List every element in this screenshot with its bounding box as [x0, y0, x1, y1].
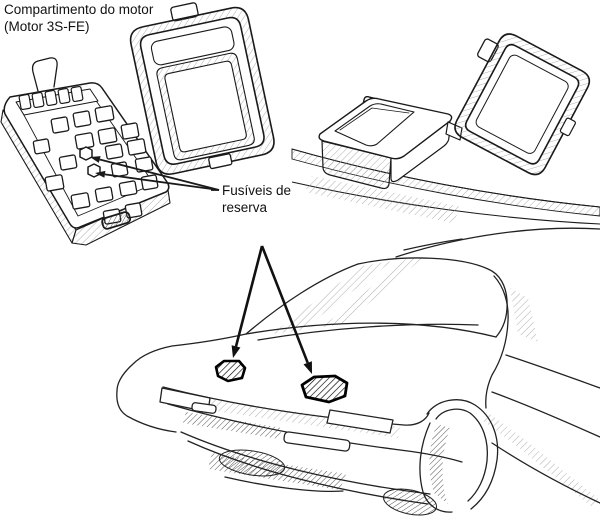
- callout-arrowheads: [90, 156, 106, 178]
- bumper-bottom-line: [180, 431, 431, 495]
- side-crease-upper: [505, 354, 600, 389]
- page-title: Compartimento do motor (Motor 3S-FE): [4, 2, 154, 34]
- front-left-wheel: [218, 449, 286, 477]
- mini-fuse-tray: [15, 85, 99, 116]
- spare-fuses-callout: Fusíveis de reserva: [90, 156, 291, 215]
- wheel-arch-inner: [435, 408, 489, 502]
- cover-rim: [129, 6, 275, 175]
- relay-box-illustration: [318, 95, 463, 190]
- cover-cavity: [156, 52, 255, 161]
- spare-fuse-2: [87, 163, 101, 178]
- spare-fuses-label-line-1: Fusíveis de: [222, 183, 291, 198]
- spare-fuses-label-line-2: reserva: [222, 200, 268, 215]
- windshield-base: [245, 322, 497, 338]
- cover-tray: [150, 26, 235, 66]
- wiring-harness: [31, 57, 58, 92]
- wheel-arch-outer: [426, 399, 499, 510]
- fusebox-latch: [101, 211, 132, 230]
- engine-fusebox-illustration: [0, 57, 171, 246]
- roof-inner-line: [403, 238, 463, 251]
- tire-edge: [419, 422, 453, 513]
- air-dam-line: [224, 476, 344, 493]
- roof-line: [395, 227, 600, 258]
- title-line-2: (Motor 3S-FE): [4, 19, 90, 34]
- rocker-line: [491, 442, 600, 504]
- apillar-door-line: [485, 275, 509, 409]
- side-crease-lower: [491, 391, 600, 438]
- spare-fuse-location-left: [214, 359, 247, 383]
- fusebox-location-markers: [214, 245, 349, 404]
- bumper-left-cap: [116, 390, 177, 433]
- bumper-skirt-line: [187, 440, 429, 505]
- windshield-top-apillar: [357, 257, 508, 338]
- callout-arrows: [99, 158, 220, 191]
- relay-cubes: [32, 105, 159, 225]
- relay-box-front-face: [321, 140, 392, 190]
- location-arrows: [234, 245, 309, 364]
- relay-box-cover-illustration: [454, 33, 591, 176]
- cover-rim-2: [454, 33, 591, 176]
- spare-fuse-1: [79, 146, 93, 161]
- cover-floor: [475, 54, 569, 154]
- spare-fuse-location-right: [300, 374, 349, 404]
- car-shading: [168, 257, 600, 507]
- cowl-line: [257, 323, 479, 341]
- grille-slot-left: [191, 402, 217, 414]
- car-illustration: [116, 227, 600, 516]
- cover-latch-2: [559, 117, 576, 137]
- engine-fusebox-cover-illustration: [129, 2, 275, 175]
- bumper-top-line: [167, 403, 463, 463]
- grille-slot-right: [283, 431, 351, 452]
- title-line-1: Compartimento do motor: [4, 2, 154, 17]
- relay-box-cover-panel: [334, 103, 415, 147]
- right-headlight: [326, 409, 394, 434]
- relay-box-cover-edge: [339, 107, 410, 131]
- cover-latch: [208, 153, 233, 170]
- windshield-left-edge: [245, 263, 359, 335]
- location-arrowheads: [231, 345, 312, 374]
- hood-front-edge: [116, 333, 247, 392]
